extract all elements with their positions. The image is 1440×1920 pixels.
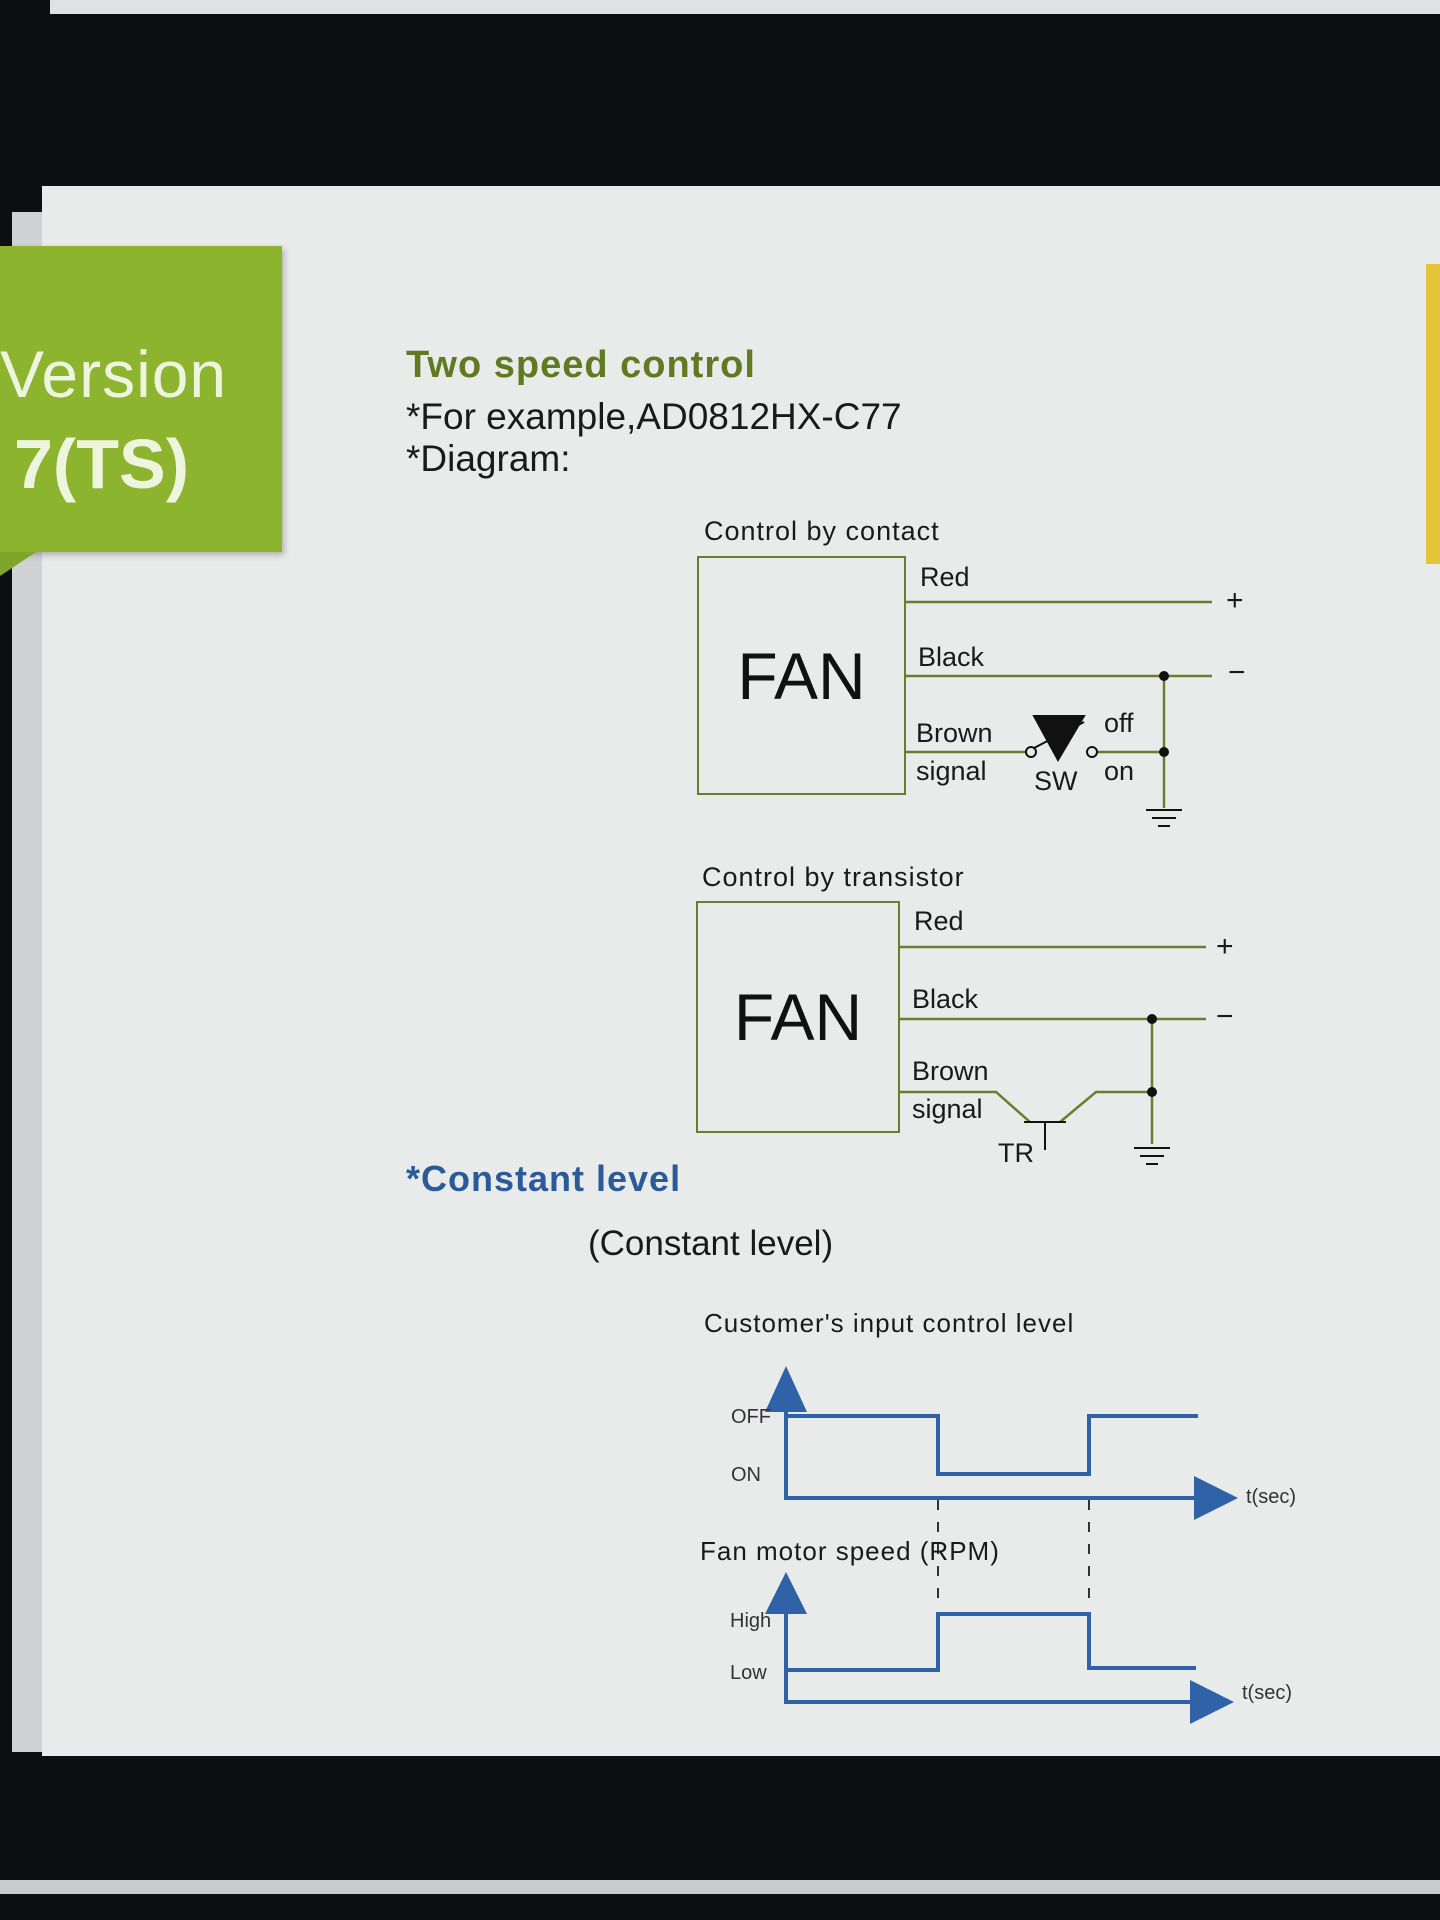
speed-high-label: High	[730, 1610, 772, 1632]
transistor-symbol	[1024, 1121, 1066, 1150]
transistor-minus-terminal: −	[1216, 1000, 1234, 1033]
transistor-output-wire	[1059, 1090, 1152, 1123]
speed-time-axis-label: t(sec)	[1242, 1682, 1292, 1704]
page-edge-marker	[1426, 264, 1440, 564]
contact-diagram-title: Control by contact	[704, 516, 940, 546]
speed-chart-axes	[765, 1572, 1234, 1724]
bottom-page-strip	[0, 1880, 1440, 1894]
version-tab-line1: Version	[0, 337, 228, 411]
contact-brown-label: Brown	[916, 718, 993, 748]
section-title: Two speed control	[406, 344, 756, 386]
input-off-label: OFF	[731, 1406, 771, 1428]
input-time-axis-label: t(sec)	[1246, 1486, 1296, 1508]
version-tab-line2: 7(TS)	[14, 425, 189, 503]
transistor-fan-box: FAN	[696, 901, 900, 1133]
contact-signal-label: signal	[916, 756, 987, 786]
fan-speed-trace	[786, 1612, 1196, 1672]
transistor-diagram-title: Control by transistor	[702, 862, 965, 892]
input-chart-title: Customer's input control level	[704, 1308, 1075, 1338]
transistor-tr-label: TR	[998, 1138, 1034, 1168]
transistor-signal-label: signal	[912, 1094, 983, 1124]
input-chart-axes	[765, 1366, 1238, 1520]
input-level-trace	[786, 1414, 1198, 1476]
contact-minus-terminal: −	[1228, 656, 1246, 689]
contact-switch-label: SW	[1034, 766, 1078, 796]
speed-low-label: Low	[730, 1662, 767, 1684]
version-tab: Version 7(TS)	[0, 246, 282, 552]
transistor-brown-label: Brown	[912, 1056, 989, 1086]
version-tab-notch	[0, 552, 36, 576]
transistor-brown-wire	[899, 1090, 1031, 1123]
transistor-black-label: Black	[912, 984, 979, 1014]
adjacent-page-strip	[50, 0, 1440, 14]
example-model-line: *For example,AD0812HX-C77	[406, 396, 902, 437]
contact-on-label: on	[1104, 756, 1135, 786]
contact-switch	[1025, 715, 1098, 763]
transistor-red-label: Red	[914, 906, 964, 936]
contact-fan-box: FAN	[697, 556, 906, 795]
transistor-plus-terminal: +	[1216, 930, 1234, 963]
contact-red-label: Red	[920, 562, 970, 592]
contact-black-label: Black	[918, 642, 985, 672]
constant-level-subheading: (Constant level)	[588, 1224, 834, 1263]
contact-plus-terminal: +	[1226, 584, 1244, 617]
diagram-label: *Diagram:	[406, 438, 571, 479]
constant-level-heading: *Constant level	[406, 1158, 682, 1199]
contact-ground-icon	[1146, 809, 1182, 827]
contact-junctions	[1159, 671, 1169, 757]
contact-off-label: off	[1104, 708, 1134, 738]
transistor-ground-icon	[1134, 1147, 1170, 1165]
time-marker-lines	[937, 1500, 1090, 1610]
speed-chart-title: Fan motor speed (RPM)	[700, 1536, 1000, 1566]
transistor-junctions	[1147, 1014, 1157, 1097]
input-on-label: ON	[731, 1464, 761, 1486]
